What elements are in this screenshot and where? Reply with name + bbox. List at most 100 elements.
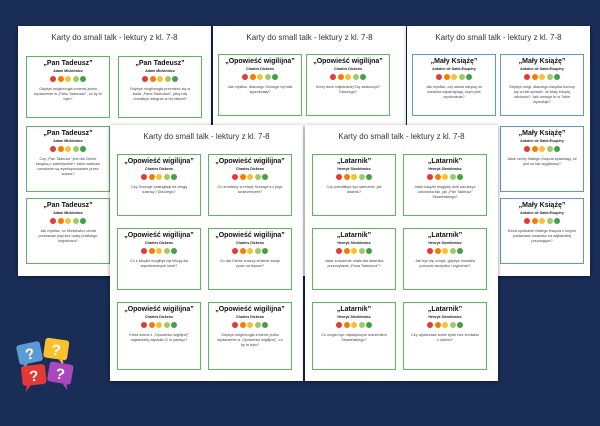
card: „Mały Książę” Antoine de Saint-Exupéry J… [500, 126, 584, 192]
card-author: Antoine de Saint-Exupéry [432, 67, 476, 71]
card-title: „Mały Książę” [430, 58, 478, 65]
card-title: „Opowieść wigilijna” [215, 232, 285, 239]
rating-dots [413, 74, 495, 80]
card-author: Henryk Sienkiewicz [337, 241, 371, 245]
rating-dots [209, 248, 291, 254]
card-title: „Opowieść wigilijna” [215, 158, 285, 165]
card-author: Adam Mickiewicz [53, 211, 83, 215]
card: „Opowieść wigilijna” Charles Dickens Czy… [117, 154, 201, 216]
rating-dots [27, 218, 109, 224]
card-question: Czy potrafiłbyś żyć samotnie, jak latarn… [326, 185, 382, 194]
rating-dots [501, 218, 583, 224]
card-title: „Opowieść wigilijna” [313, 58, 383, 65]
card: „Pan Tadeusz” Adam Mickiewicz Gdybyś móg… [26, 56, 110, 118]
rating-dots [27, 146, 109, 152]
card-question: Który duch najbardziej Cię zaskoczył? Dl… [316, 85, 380, 94]
card-question: Jakie cechy Małego Księcia sprawiają, że… [507, 157, 577, 166]
rating-dots [313, 174, 395, 180]
card-title: „Pan Tadeusz” [135, 60, 185, 67]
card-author: Henryk Sienkiewicz [337, 167, 371, 171]
card: „Opowieść wigilijna” Charles Dickens Któ… [306, 54, 390, 116]
card-title: „Opowieść wigilijna” [124, 158, 194, 165]
card-title: „Latarnik” [336, 232, 372, 239]
card-title: „Latarnik” [336, 306, 372, 313]
card-title: „Opowieść wigilijna” [124, 306, 194, 313]
card-title: „Mały Książę” [518, 130, 566, 137]
card-question: Jakie znaczenie miało dla latarnika prze… [324, 259, 384, 268]
rating-dots [27, 76, 109, 82]
card-title: „Opowieść wigilijna” [124, 232, 194, 239]
card-author: Henryk Sienkiewicz [428, 315, 462, 319]
card: „Latarnik” Henryk Sienkiewicz Czy wydarz… [403, 302, 487, 370]
card-title: „Latarnik” [427, 158, 463, 165]
sheet-title: Karty do small talk - lektury z kl. 7-8 [143, 132, 270, 141]
card-question: Jak myślisz, czy słowa narysuj mi barank… [425, 85, 483, 99]
rating-dots [209, 174, 291, 180]
card-question: Czy Scrooge zasługiwał na drugą szansę? … [130, 185, 188, 194]
card-question: Czy „Pan Tadeusz” jest dla Ciebie książk… [35, 157, 101, 176]
card: „Opowieść wigilijna” Charles Dickens Któ… [117, 302, 201, 370]
svg-text:?: ? [28, 368, 39, 386]
card: „Opowieść wigilijna” Charles Dickens Co … [117, 228, 201, 290]
card: „Opowieść wigilijna” Charles Dickens Jak… [218, 54, 302, 116]
rating-dots [501, 74, 583, 80]
card: „Mały Książę” Antoine de Saint-Exupéry K… [500, 198, 584, 264]
card-question: Co dla Ciebie znaczy zmienić swoje życie… [219, 259, 281, 268]
card-author: Charles Dickens [236, 167, 264, 171]
card: „Latarnik” Henryk Sienkiewicz Jakie ksią… [403, 154, 487, 216]
card-title: „Latarnik” [427, 306, 463, 313]
card-question: Jak myślisz, co Mickiewicz chciał przeka… [38, 229, 98, 243]
card-author: Charles Dickens [145, 315, 173, 319]
card-author: Charles Dickens [145, 167, 173, 171]
speech-bubbles-logo-icon: ? ? ? ? [16, 337, 74, 392]
card-title: „Latarnik” [336, 158, 372, 165]
sheet-opowiesc-front: Karty do small talk - lektury z kl. 7-8 … [110, 125, 303, 381]
card-author: Antoine de Saint-Exupéry [520, 211, 564, 215]
card-question: Co mogło być największym marzeniem Skawi… [321, 333, 387, 342]
card-question: Gdybyś mógł/mogła zmienić jedno wydarzen… [217, 333, 283, 347]
svg-text:?: ? [50, 341, 61, 359]
sheet-title: Karty do small talk - lektury z kl. 7-8 [338, 132, 465, 141]
card-question: Gdybyś mógł/mogła zmienić jedno wydarzen… [33, 87, 103, 101]
card-question: Co zrobiłoby w relacji Scrooge'a z jego … [217, 185, 283, 194]
card: „Mały Książę” Antoine de Saint-Exupéry G… [500, 54, 584, 116]
card: „Latarnik” Henryk Sienkiewicz Jakie znac… [312, 228, 396, 290]
rating-dots [118, 174, 200, 180]
card-title: „Pan Tadeusz” [43, 202, 93, 209]
card-author: Charles Dickens [145, 241, 173, 245]
card-question: Gdybyś mógł, dlaczego książka kończy się… [508, 85, 576, 104]
card-author: Henryk Sienkiewicz [428, 167, 462, 171]
sheet-title: Karty do small talk - lektury z kl. 7-8 [435, 33, 562, 42]
card: „Latarnik” Henryk Sienkiewicz Czy potraf… [312, 154, 396, 216]
card-question: Jak myślisz, dlaczego Scrooge był taki z… [227, 85, 293, 94]
card: „Pan Tadeusz” Adam Mickiewicz Gdybyś móg… [118, 56, 202, 118]
card-author: Antoine de Saint-Exupéry [520, 139, 564, 143]
card: „Opowieść wigilijna” Charles Dickens Co … [208, 154, 292, 216]
card: „Pan Tadeusz” Adam Mickiewicz Jak myślis… [26, 198, 110, 264]
sheet-maly-ksiaze: Karty do small talk - lektury z kl. 7-8 … [407, 26, 590, 276]
card-author: Charles Dickens [236, 315, 264, 319]
rating-dots [404, 248, 486, 254]
sheet-latarnik: Karty do small talk - lektury z kl. 7-8 … [305, 125, 498, 381]
card-author: Adam Mickiewicz [145, 69, 175, 73]
sheet-title: Karty do small talk - lektury z kl. 7-8 [51, 33, 178, 42]
rating-dots [313, 322, 395, 328]
card-title: „Mały Książę” [518, 202, 566, 209]
card-author: Charles Dickens [236, 241, 264, 245]
card-title: „Opowieść wigilijna” [225, 58, 295, 65]
card-author: Charles Dickens [334, 67, 362, 71]
card-question: Gdybyś mógł/mogła przenieść się w świat … [129, 87, 191, 101]
rating-dots [404, 174, 486, 180]
card: „Latarnik” Henryk Sienkiewicz Co mogło b… [312, 302, 396, 370]
card-title: „Pan Tadeusz” [43, 60, 93, 67]
card-author: Charles Dickens [246, 67, 274, 71]
card: „Latarnik” Henryk Sienkiewicz Jak być si… [403, 228, 487, 290]
card-question: Co z książki mógłbyś był lekcją dla wspó… [129, 259, 189, 268]
card-question: Która spotkanie Małego Księcia z innymi … [507, 229, 577, 243]
rating-dots [219, 74, 301, 80]
card: „Opowieść wigilijna” Charles Dickens Gdy… [208, 302, 292, 370]
card-question: Która scena z „Opowieści wigilijnej” naj… [129, 333, 189, 342]
card: „Pan Tadeusz” Adam Mickiewicz Czy „Pan T… [26, 126, 110, 192]
sheet-title: Karty do small talk - lektury z kl. 7-8 [246, 33, 373, 42]
sheet-pan-tadeusz: Karty do small talk - lektury z kl. 7-8 … [18, 26, 211, 276]
